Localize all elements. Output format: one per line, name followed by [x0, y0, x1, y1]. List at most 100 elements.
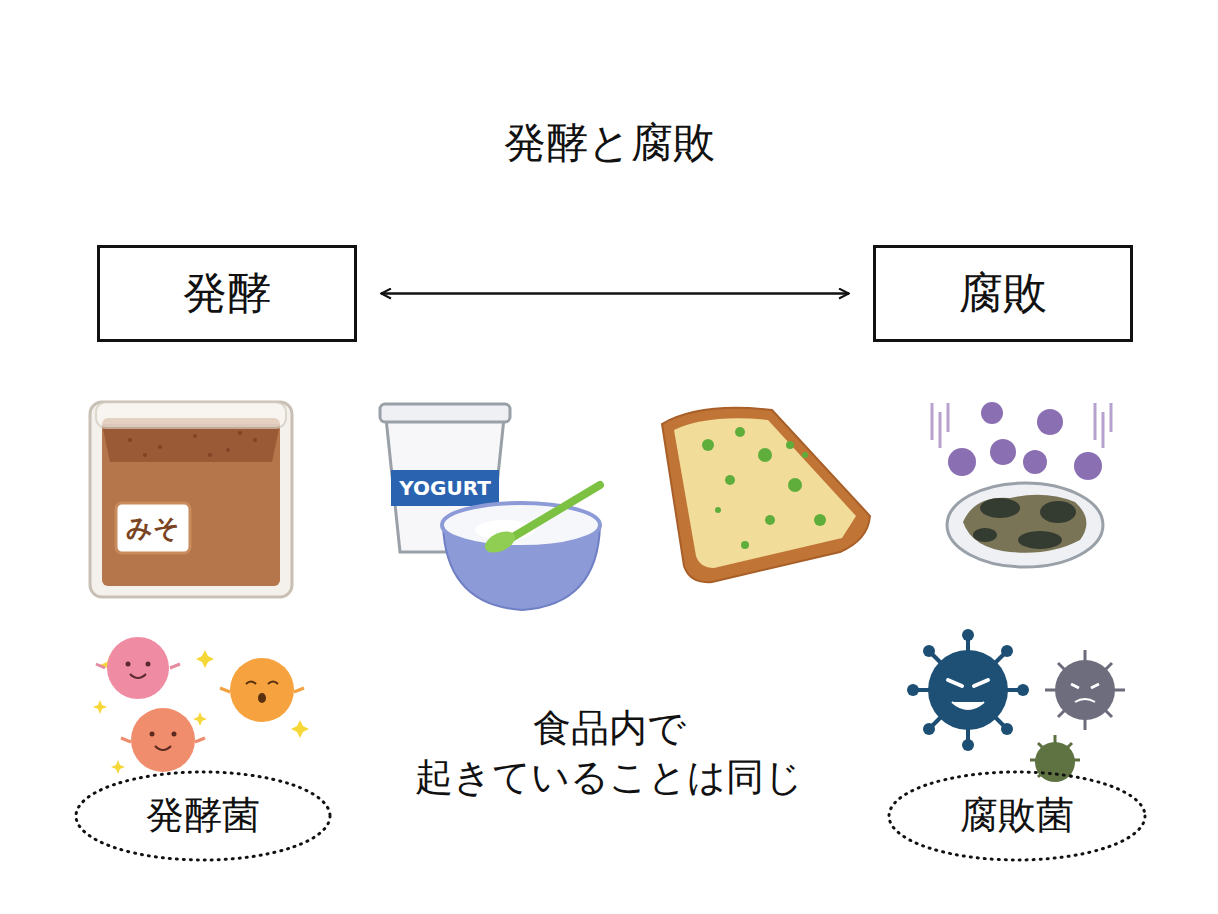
spoilage-microbes-part — [913, 635, 1023, 745]
miso-container-part — [96, 402, 286, 428]
spoilage-microbes-part — [948, 680, 988, 686]
miso-container — [90, 402, 292, 597]
moldy-toast-part-part — [786, 441, 794, 449]
moldy-toast-part-part — [758, 448, 772, 462]
miso-container-part — [90, 402, 292, 597]
miso-container-part-part — [128, 438, 132, 442]
moldy-toast-part-part — [735, 427, 745, 437]
yogurt-cup-part — [391, 470, 499, 506]
node-label: 腐敗 — [959, 269, 1047, 317]
fermentation-microbes-part — [107, 637, 169, 699]
microbe-ellipse: 腐敗菌 — [887, 770, 1147, 862]
miso-container-part-part — [193, 434, 197, 438]
spoilage-microbes-part — [952, 702, 984, 709]
yogurt-bowl-part — [442, 503, 600, 547]
rotten-food-part-part — [990, 439, 1016, 465]
rotten-food-part-part — [1110, 403, 1113, 432]
rotten-food-part-part — [1037, 409, 1063, 435]
moldy-toast-part-part — [765, 515, 775, 525]
fermentation-microbes-part — [126, 662, 131, 667]
yogurt-cup-part — [380, 404, 510, 422]
miso-container-part-part — [226, 448, 230, 452]
category-box: 発酵 — [97, 245, 357, 342]
miso-container-part-part — [143, 453, 147, 457]
spoilage-microbes-part-part — [929, 651, 1007, 729]
yogurt-bowl-part — [508, 485, 600, 540]
double-arrow — [381, 292, 849, 295]
fermentation-microbes-part-part — [93, 700, 107, 714]
spoilage-microbes-part — [1075, 699, 1095, 702]
spoilage-microbes-part — [928, 650, 1008, 730]
rotten-food-part-part — [947, 403, 950, 432]
rotten-food-part-part — [1040, 501, 1076, 523]
fermentation-microbes-part-part — [195, 738, 205, 742]
moldy-toast-part-part — [788, 478, 802, 492]
fermentation-microbes-part-part — [96, 664, 105, 668]
rotten-food — [932, 402, 1111, 567]
spoilage-microbes-part-part — [1001, 645, 1013, 657]
miso-container-part-part — [158, 445, 162, 449]
rotten-food-part — [948, 402, 1102, 480]
category-box: 腐敗 — [873, 245, 1133, 342]
miso-container-part — [102, 424, 280, 462]
fermentation-microbes-part — [230, 658, 294, 722]
fermentation-microbes-part-part — [220, 688, 230, 692]
rotten-food-part-part — [1102, 412, 1105, 448]
rotten-food-part-part — [980, 498, 1020, 518]
dotted-ellipse — [889, 772, 1145, 860]
moldy-toast-part-part — [715, 507, 721, 513]
moldy-toast — [662, 408, 870, 582]
moldy-toast-part — [702, 427, 826, 549]
spoilage-microbes-part-part — [907, 684, 919, 696]
spoilage-microbes-part-part — [923, 723, 935, 735]
yogurt-bowl-part — [482, 527, 519, 557]
diagram-title: 発酵と腐敗 — [309, 118, 909, 168]
node-label: 発酵菌 — [146, 795, 260, 837]
rotten-food-part-part — [948, 448, 976, 476]
miso-container-part — [116, 503, 190, 553]
rotten-food-part-part — [1094, 403, 1097, 440]
fermentation-microbes — [93, 637, 309, 774]
moldy-toast-part-part — [741, 541, 749, 549]
fermentation-microbes-part — [146, 662, 151, 667]
fermentation-microbes-part — [150, 732, 155, 737]
rotten-food-part — [947, 483, 1103, 567]
rotten-food-part — [932, 403, 1111, 448]
moldy-toast-part — [674, 418, 856, 568]
fermentation-microbes-part — [131, 708, 195, 772]
spoilage-microbes-part-part — [962, 629, 974, 641]
node-label: 腐敗菌 — [960, 795, 1074, 837]
fermentation-microbes-part-part — [196, 650, 214, 668]
fermentation-microbes-part — [130, 674, 146, 678]
spoilage-microbes-part-part — [929, 651, 1007, 729]
spoilage-microbes-part — [1071, 684, 1099, 688]
moldy-toast-part-part — [702, 439, 714, 451]
note-text: 食品内で 起きていることは同じ — [369, 698, 849, 808]
fermentation-microbes-part-part — [170, 664, 180, 668]
miso-container-part-part — [253, 438, 257, 442]
rotten-food-part-part — [1018, 531, 1062, 549]
rotten-food-part-part — [981, 402, 1003, 424]
spoilage-microbes-part-part — [1017, 684, 1029, 696]
rotten-food-part — [973, 498, 1076, 549]
fermentation-microbes-part-part — [193, 712, 207, 726]
fermentation-microbes-part — [172, 732, 177, 737]
fermentation-microbes-part-part — [111, 760, 125, 774]
rotten-food-part-part — [931, 403, 934, 440]
spoilage-microbes-part-part — [923, 645, 935, 657]
rotten-food-part — [963, 495, 1086, 553]
rotten-food-part-part — [1074, 452, 1102, 480]
miso-container-part — [128, 431, 257, 457]
fermentation-microbes-part — [258, 693, 266, 703]
miso-container-part-part — [208, 453, 212, 457]
spoilage-microbes-part — [907, 629, 1029, 751]
miso-container-part-part — [238, 431, 242, 435]
rotten-food-part-part — [973, 528, 997, 542]
spoilage-microbes — [907, 629, 1125, 782]
dotted-ellipse — [76, 772, 330, 860]
node-label: 発酵 — [183, 269, 271, 317]
moldy-toast-part-part — [814, 514, 826, 526]
spoilage-microbes-part — [1045, 650, 1125, 730]
spoilage-microbes-part-part — [1001, 723, 1013, 735]
fermentation-microbes-part — [246, 682, 278, 685]
